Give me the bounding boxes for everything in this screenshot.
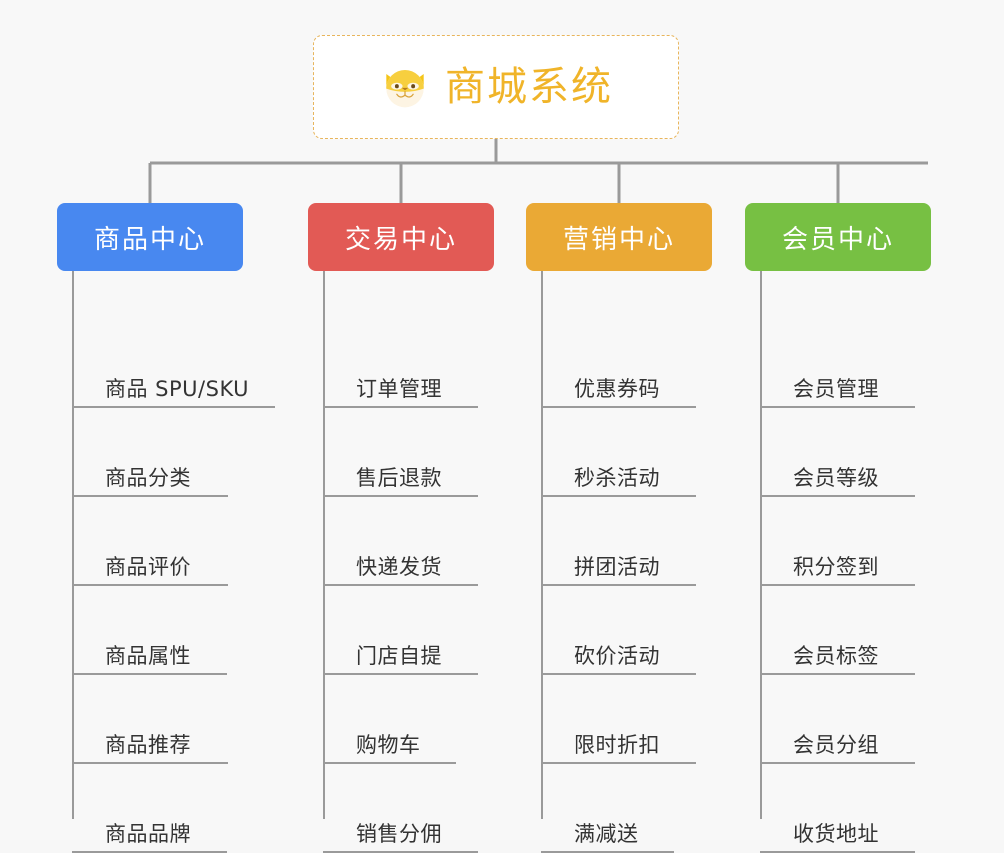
list-item-label: 限时折扣 (574, 733, 660, 757)
list-item-label: 积分签到 (793, 555, 879, 579)
category-column-1: 交易中心 订单管理 售后退款 快递发货 门店自提 购物车 (308, 203, 508, 853)
list-item-label: 满减送 (574, 822, 639, 846)
list-item[interactable]: 订单管理 (323, 377, 478, 408)
list-item[interactable]: 优惠券码 (541, 377, 696, 408)
list-item-label: 商品推荐 (105, 733, 191, 757)
list-item[interactable]: 商品推荐 (72, 733, 228, 764)
column-spine (323, 271, 325, 819)
list-item-label: 快递发货 (356, 555, 442, 579)
list-item-label: 拼团活动 (574, 555, 660, 579)
list-item[interactable]: 门店自提 (323, 644, 478, 675)
list-item-label: 收货地址 (793, 822, 879, 846)
list-item-label: 秒杀活动 (574, 466, 660, 490)
category-header-1[interactable]: 交易中心 (308, 203, 494, 271)
category-column-2: 营销中心 优惠券码 秒杀活动 拼团活动 砍价活动 限时折扣 (526, 203, 726, 853)
root-node[interactable]: 商城系统 (313, 35, 679, 139)
list-item[interactable]: 限时折扣 (541, 733, 696, 764)
list-item[interactable]: 商品 SPU/SKU (72, 377, 275, 408)
column-spine (760, 271, 762, 819)
category-header-2[interactable]: 营销中心 (526, 203, 712, 271)
list-item[interactable]: 购物车 (323, 733, 456, 764)
list-item[interactable]: 商品分类 (72, 466, 228, 497)
list-item[interactable]: 会员等级 (760, 466, 915, 497)
list-item-label: 销售分佣 (356, 822, 442, 846)
list-item-label: 商品属性 (105, 644, 191, 668)
list-item[interactable]: 会员标签 (760, 644, 915, 675)
list-item-label: 商品评价 (105, 555, 191, 579)
list-item[interactable]: 会员管理 (760, 377, 915, 408)
list-item[interactable]: 售后退款 (323, 466, 478, 497)
list-item-label: 砍价活动 (574, 644, 660, 668)
list-item-label: 商品 SPU/SKU (105, 377, 250, 401)
list-item-label: 会员管理 (793, 377, 879, 401)
list-item[interactable]: 商品评价 (72, 555, 228, 586)
column-spine (72, 271, 74, 819)
category-header-label: 交易中心 (344, 224, 457, 255)
list-item[interactable]: 会员分组 (760, 733, 915, 764)
list-item[interactable]: 砍价活动 (541, 644, 696, 675)
list-item[interactable]: 秒杀活动 (541, 466, 696, 497)
category-header-0[interactable]: 商品中心 (57, 203, 243, 271)
list-item-label: 门店自提 (356, 644, 442, 668)
category-column-3: 会员中心 会员管理 会员等级 积分签到 会员标签 会员分组 (745, 203, 945, 853)
list-item-label: 订单管理 (356, 377, 442, 401)
column-spine (541, 271, 543, 819)
category-header-label: 营销中心 (562, 224, 675, 255)
list-item[interactable]: 商品属性 (72, 644, 227, 675)
list-item-label: 售后退款 (356, 466, 442, 490)
list-item-label: 商品品牌 (105, 822, 191, 846)
list-item[interactable]: 积分签到 (760, 555, 915, 586)
list-item-label: 商品分类 (105, 466, 191, 490)
list-item-label: 优惠券码 (574, 377, 660, 401)
category-header-label: 商品中心 (93, 224, 206, 255)
root-title: 商城系统 (445, 64, 613, 110)
list-item-label: 会员标签 (793, 644, 879, 668)
list-item-label: 会员分组 (793, 733, 879, 757)
list-item[interactable]: 拼团活动 (541, 555, 696, 586)
list-item-label: 会员等级 (793, 466, 879, 490)
category-header-3[interactable]: 会员中心 (745, 203, 931, 271)
dog-face-icon (386, 69, 424, 108)
category-header-label: 会员中心 (781, 224, 894, 255)
list-item[interactable]: 快递发货 (323, 555, 478, 586)
list-item-label: 购物车 (356, 733, 421, 757)
category-column-0: 商品中心 商品 SPU/SKU 商品分类 商品评价 商品属性 商品推荐 (57, 203, 277, 853)
